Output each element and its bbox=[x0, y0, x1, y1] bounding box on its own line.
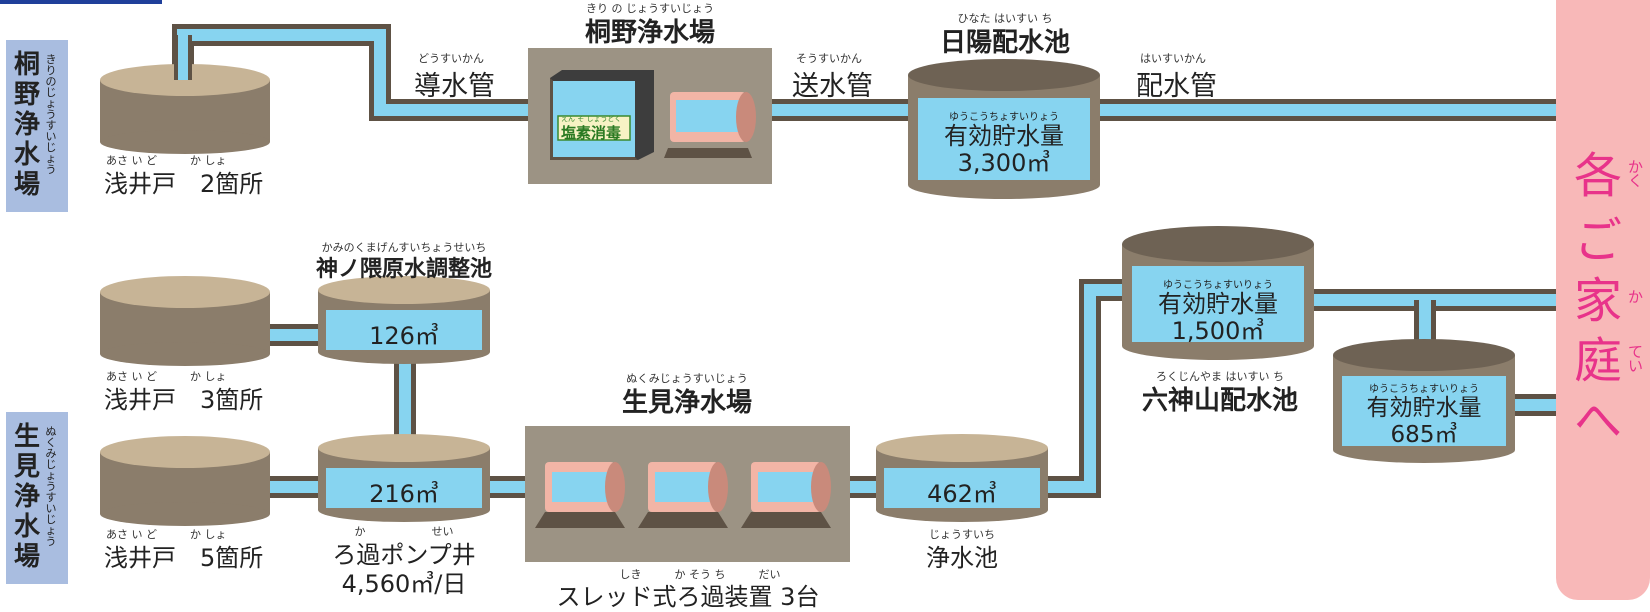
pump-well-tank bbox=[318, 434, 490, 522]
hinata-capacity-value: 3,300㎥ bbox=[957, 149, 1051, 177]
rokujinyama-tank-small bbox=[1333, 339, 1515, 463]
filter-unit-3 bbox=[741, 462, 831, 528]
hinata-capacity-label: 有効貯水量 bbox=[944, 122, 1064, 150]
destination-char-4: 庭 bbox=[1574, 333, 1623, 389]
regulating-pond-ruby: かみのくまげんすいちょうせいち bbox=[321, 241, 487, 254]
nukumi-well1-label: 浅井戸 3箇所 bbox=[104, 386, 264, 414]
tank1-label: 有効貯水量 bbox=[1158, 290, 1278, 318]
destination-char-5: へ bbox=[1574, 393, 1623, 449]
nukumi-side-text: 生 見 浄 水 場 bbox=[13, 422, 40, 572]
hinata-reservoir-name: 日陽配水池 bbox=[939, 28, 1071, 58]
kirino-title-ruby: きり の じょうすいじょう bbox=[586, 2, 714, 15]
destination-char-3: 家 bbox=[1574, 273, 1623, 329]
tank2-label: 有効貯水量 bbox=[1366, 395, 1482, 421]
kirino-well-tank bbox=[100, 35, 270, 154]
clear-well-ruby: じょうすいち bbox=[929, 528, 995, 541]
filter-label: スレッド式ろ過装置 3台 bbox=[556, 583, 820, 611]
hinata-reservoir-tank bbox=[908, 59, 1100, 199]
destination-ruby-3: か bbox=[1628, 288, 1644, 306]
chlorination-unit bbox=[550, 70, 654, 160]
rokujinyama-ruby: ろくじんやま はいすい ち bbox=[1156, 370, 1284, 383]
tank2-value: 685㎥ bbox=[1390, 422, 1458, 448]
kirino-well-label: 浅井戸 2箇所 bbox=[104, 170, 264, 198]
rokujinyama-tank2-block: ゆうこうちょすいりょう 有効貯水量 685㎥ bbox=[1342, 380, 1506, 449]
intake-pipe-ruby: どうすいかん bbox=[418, 52, 484, 65]
destination-ruby-1: かく bbox=[1628, 158, 1644, 190]
destination-ruby-4: てい bbox=[1628, 343, 1644, 375]
nukumi-title-ruby: ぬくみじょうすいじょう bbox=[626, 372, 748, 385]
clear-well-value: 462㎥ bbox=[927, 480, 997, 508]
pump-well-value: 216㎥ bbox=[369, 480, 439, 508]
hinata-capacity-block: ゆうこうちょすいりょう 有効貯水量 3,300㎥ bbox=[918, 108, 1090, 177]
pump-well-name: ろ過ポンプ井 bbox=[332, 541, 476, 569]
destination-panel: 各 かく ご 家 か 庭 てい へ bbox=[1556, 0, 1650, 600]
distribution-pipe-ruby: はいすいかん bbox=[1140, 52, 1206, 65]
rokujinyama-name: 六神山配水池 bbox=[1141, 386, 1299, 416]
tank1-ruby: ゆうこうちょすいりょう bbox=[1163, 280, 1273, 291]
kirino-well-ruby: あさ い ど か しょ bbox=[106, 154, 227, 167]
kirino-side-text: 桐 野 浄 水 場 bbox=[13, 50, 40, 200]
clear-well-tank bbox=[876, 434, 1048, 522]
regulating-pond-tank bbox=[318, 276, 490, 364]
kirino-settling-cylinder bbox=[664, 92, 756, 158]
header-accent-bar bbox=[0, 0, 162, 4]
chlorination-ruby: えん そ しょうどく bbox=[561, 115, 622, 123]
nukumi-well2-ruby: あさ い ど か しょ bbox=[106, 528, 227, 541]
kirino-side-label: 桐 野 浄 水 場 きりのじょうすいじょう bbox=[6, 40, 68, 212]
rokujinyama-tank-large bbox=[1122, 226, 1314, 360]
supply-pipe-label: 送水管 bbox=[792, 71, 873, 102]
pump-well-ruby: か せい bbox=[354, 525, 454, 538]
chlorination-label: 塩素消毒 bbox=[561, 124, 622, 142]
nukumi-well-tank-2 bbox=[100, 436, 270, 526]
tank1-value: 1,500㎥ bbox=[1171, 317, 1265, 345]
hinata-reservoir-ruby: ひなた はいすい ち bbox=[957, 12, 1053, 25]
filter-ruby: しき か そう ち だい bbox=[619, 568, 781, 581]
destination-char-1: 各 bbox=[1574, 148, 1623, 204]
supply-pipe-ruby: そうすいかん bbox=[796, 52, 862, 65]
nukumi-title: 生見浄水場 bbox=[621, 388, 753, 418]
rokujinyama-tank1-block: ゆうこうちょすいりょう 有効貯水量 1,500㎥ bbox=[1132, 276, 1304, 345]
nukumi-side-label: 生 見 浄 水 場 ぬくみじょうすいじょう bbox=[6, 412, 68, 584]
distribution-pipe-label: 配水管 bbox=[1136, 71, 1217, 102]
nukumi-well1-ruby: あさ い ど か しょ bbox=[106, 370, 227, 383]
regulating-pond-name: 神ノ隈原水調整池 bbox=[315, 257, 493, 282]
nukumi-side-ruby: ぬくみじょうすいじょう bbox=[45, 425, 57, 548]
filter-unit-2 bbox=[638, 462, 728, 528]
filter-unit-1 bbox=[535, 462, 625, 528]
nukumi-well-tank-1 bbox=[100, 276, 270, 366]
clear-well-name: 浄水池 bbox=[926, 544, 998, 572]
tank2-ruby: ゆうこうちょすいりょう bbox=[1369, 384, 1479, 395]
intake-pipe-label: 導水管 bbox=[414, 71, 495, 102]
regulating-pond-value: 126㎥ bbox=[369, 322, 439, 350]
pump-well-rate: 4,560㎥/日 bbox=[341, 570, 467, 598]
kirino-title: 桐野浄水場 bbox=[584, 18, 716, 48]
destination-char-2: ご bbox=[1574, 213, 1623, 269]
hinata-capacity-ruby: ゆうこうちょすいりょう bbox=[949, 112, 1059, 123]
kirino-side-ruby: きりのじょうすいじょう bbox=[45, 53, 57, 176]
nukumi-well2-label: 浅井戸 5箇所 bbox=[104, 544, 264, 572]
